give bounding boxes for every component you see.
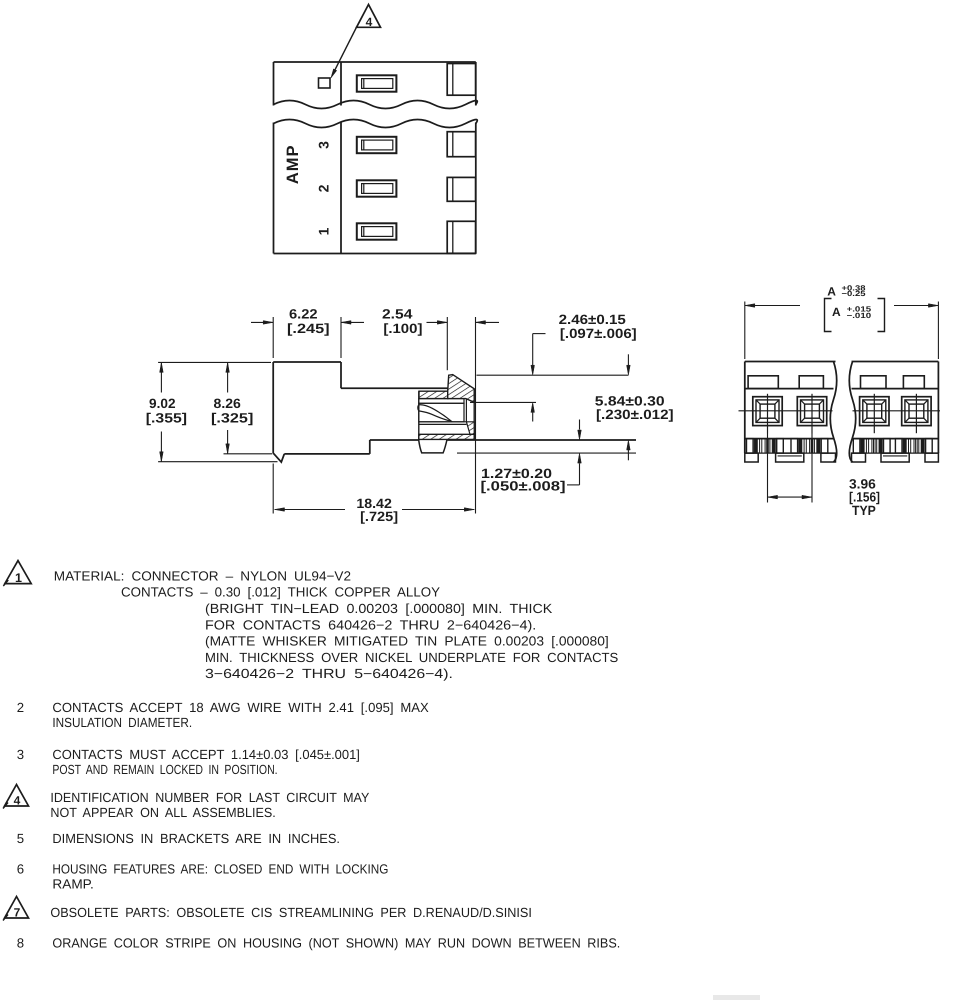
svg-text:(MATTE WHISKER MITIGATED TIN P: (MATTE WHISKER MITIGATED TIN PLATE 0.002… — [205, 634, 609, 649]
svg-text:2.46±0.15: 2.46±0.15 — [559, 312, 627, 327]
svg-text:−.010: −.010 — [847, 311, 872, 320]
svg-text:1: 1 — [15, 571, 22, 585]
svg-text:6: 6 — [17, 862, 24, 877]
svg-text:3: 3 — [315, 141, 331, 149]
svg-text:(BRIGHT TIN−LEAD 0.00203 [.000: (BRIGHT TIN−LEAD 0.00203 [.000080] MIN. … — [205, 601, 553, 616]
svg-text:IDENTIFICATION NUMBER FOR LAST: IDENTIFICATION NUMBER FOR LAST CIRCUIT M… — [50, 790, 369, 805]
svg-text:[.325]: [.325] — [211, 411, 253, 426]
svg-text:2: 2 — [17, 700, 24, 715]
svg-text:[.097±.006]: [.097±.006] — [560, 326, 637, 341]
svg-text:+.015: +.015 — [847, 304, 872, 313]
svg-text:1.27±0.20: 1.27±0.20 — [481, 466, 552, 481]
svg-text:FOR CONTACTS 640426−2 THRU 2−6: FOR CONTACTS 640426−2 THRU 2−640426−4). — [205, 617, 536, 632]
svg-text:MATERIAL: CONNECTOR – NYLON UL: MATERIAL: CONNECTOR – NYLON UL94−V2 — [54, 569, 351, 584]
svg-text:[.050±.008]: [.050±.008] — [481, 479, 566, 494]
svg-text:DIMENSIONS IN BRACKETS ARE IN: DIMENSIONS IN BRACKETS ARE IN INCHES. — [52, 831, 340, 846]
svg-text:1: 1 — [315, 227, 331, 235]
svg-text:AMP: AMP — [284, 144, 302, 184]
svg-text:CONTACTS ACCEPT 18 AWG WIRE WI: CONTACTS ACCEPT 18 AWG WIRE WITH 2.41 [.… — [52, 700, 429, 715]
svg-text:3: 3 — [17, 747, 24, 762]
svg-text:2.54: 2.54 — [382, 307, 413, 322]
svg-text:POST AND REMAIN LOCKED IN POSI: POST AND REMAIN LOCKED IN POSITION. — [52, 762, 277, 777]
svg-text:TYP: TYP — [852, 503, 876, 518]
svg-text:6.22: 6.22 — [289, 307, 318, 322]
svg-text:CONTACTS MUST ACCEPT 1.14±0.03: CONTACTS MUST ACCEPT 1.14±0.03 [.045±.00… — [52, 747, 360, 762]
svg-text:RAMP.: RAMP. — [52, 876, 93, 891]
svg-text:A: A — [827, 284, 836, 298]
svg-text:[.156]: [.156] — [849, 490, 880, 505]
svg-text:−0.25: −0.25 — [842, 289, 866, 298]
svg-text:9.02: 9.02 — [149, 396, 176, 411]
svg-text:18.42: 18.42 — [356, 496, 392, 511]
svg-text:5: 5 — [17, 831, 24, 846]
svg-text:4: 4 — [14, 794, 21, 808]
svg-text:[.230±.012]: [.230±.012] — [596, 407, 674, 422]
svg-text:OBSOLETE PARTS: OBSOLETE CIS S: OBSOLETE PARTS: OBSOLETE CIS STREAMLININ… — [50, 905, 532, 920]
svg-text:HOUSING FEATURES ARE: CLOSED E: HOUSING FEATURES ARE: CLOSED END WITH LO… — [52, 862, 388, 877]
svg-text:4: 4 — [366, 15, 373, 29]
svg-text:ORANGE COLOR STRIPE ON HOUSING: ORANGE COLOR STRIPE ON HOUSING (NOT SHOW… — [52, 935, 620, 950]
svg-text:INSULATION DIAMETER.: INSULATION DIAMETER. — [52, 715, 192, 730]
svg-text:NOT APPEAR ON ALL ASSEMBLIES.: NOT APPEAR ON ALL ASSEMBLIES. — [50, 805, 275, 820]
svg-text:CONTACTS – 0.30 [.012] THICK C: CONTACTS – 0.30 [.012] THICK COPPER ALLO… — [121, 585, 440, 600]
svg-text:MIN. THICKNESS OVER NICKEL UND: MIN. THICKNESS OVER NICKEL UNDERPLATE FO… — [205, 650, 618, 665]
svg-text:7: 7 — [14, 906, 21, 920]
svg-text:[.355]: [.355] — [146, 411, 187, 426]
svg-text:8.26: 8.26 — [214, 396, 242, 411]
svg-text:[.245]: [.245] — [287, 321, 330, 336]
svg-text:8: 8 — [17, 935, 24, 950]
svg-text:2: 2 — [315, 184, 331, 192]
svg-text:5.84±0.30: 5.84±0.30 — [595, 394, 665, 409]
svg-text:[.725]: [.725] — [360, 509, 398, 524]
svg-text:3.96: 3.96 — [849, 477, 876, 492]
svg-text:A: A — [832, 305, 841, 319]
svg-text:3−640426−2 THRU 5−640426−4).: 3−640426−2 THRU 5−640426−4). — [205, 666, 453, 681]
svg-text:[.100]: [.100] — [383, 321, 422, 336]
svg-text:+0.38: +0.38 — [842, 283, 866, 292]
